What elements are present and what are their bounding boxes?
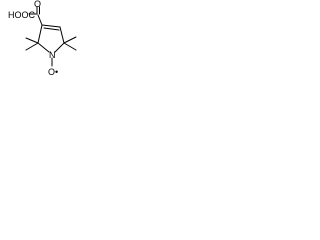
- molecule-svg: HOOC O N O•: [8, 0, 77, 77]
- bond-c3-c4: [41, 24, 61, 28]
- bond-c2-c3: [37, 24, 43, 44]
- bond-c4-c5: [59, 26, 65, 44]
- bond-c5-methyl-1: [63, 36, 77, 44]
- bond-c2-methyl-2: [25, 42, 39, 51]
- bond-n-c2: [37, 42, 50, 53]
- nitroxide-oxygen-label: O•: [48, 67, 58, 77]
- bond-c5-methyl-2: [63, 42, 77, 51]
- carboxyl-group-label: HOOC: [8, 10, 36, 20]
- carbonyl-oxygen-label: O: [34, 0, 41, 9]
- bond-c3-c4-double: [43, 27, 60, 31]
- molecule-structure: HOOC O N O•: [0, 0, 100, 86]
- ring-nitrogen-label: N: [49, 50, 56, 60]
- bond-c5-n: [54, 42, 65, 53]
- bond-carboxyl-ring: [37, 14, 43, 26]
- bond-c2-methyl-1: [25, 37, 39, 44]
